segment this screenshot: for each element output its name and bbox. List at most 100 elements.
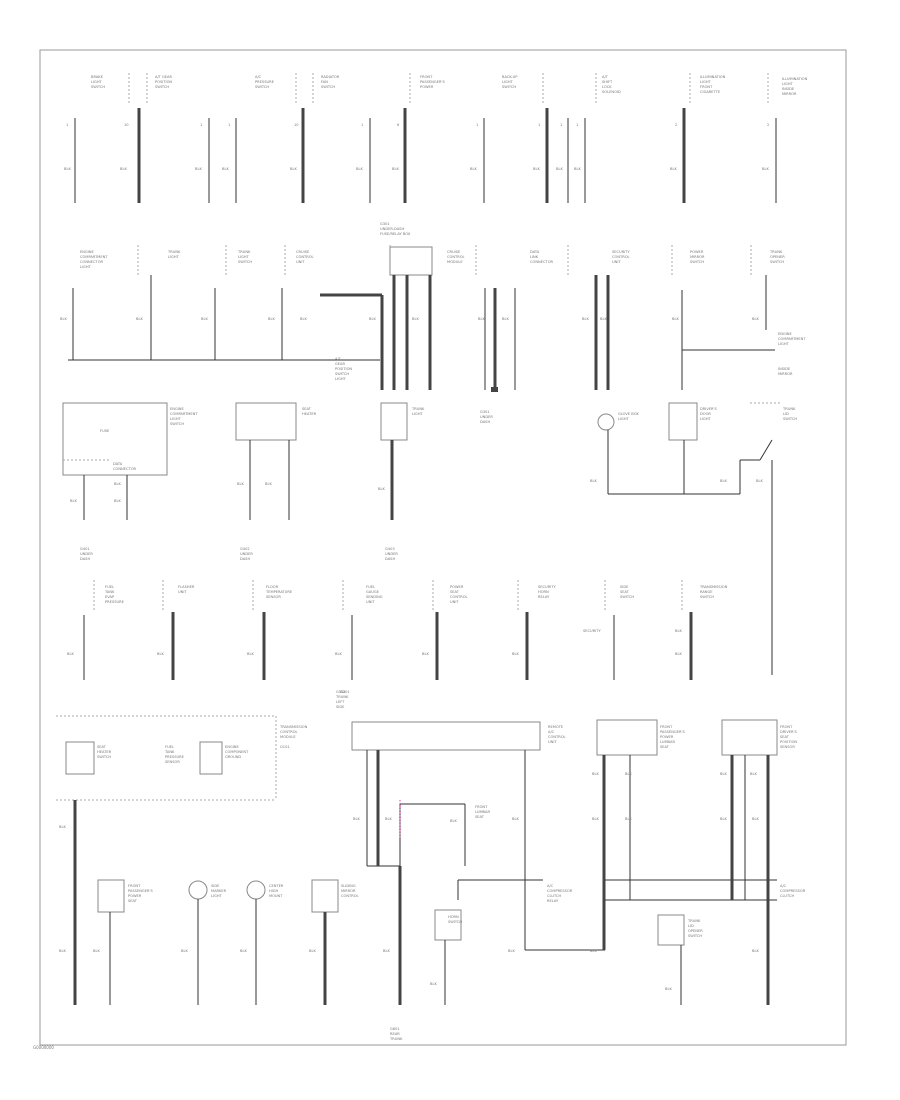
svg-text:BLK: BLK <box>752 317 759 321</box>
svg-text:PASSENGER'S: PASSENGER'S <box>660 730 685 734</box>
svg-text:LINK: LINK <box>530 255 539 259</box>
svg-text:A/C: A/C <box>547 884 554 888</box>
svg-text:BLK: BLK <box>309 949 316 953</box>
svg-text:SECURITY: SECURITY <box>583 629 601 633</box>
svg-text:BLK: BLK <box>356 167 363 171</box>
svg-text:SENSOR: SENSOR <box>266 595 281 599</box>
svg-text:1: 1 <box>200 123 202 127</box>
svg-text:BLK: BLK <box>752 817 759 821</box>
svg-text:LIGHT: LIGHT <box>618 417 630 421</box>
svg-text:BLK: BLK <box>625 772 632 776</box>
svg-text:FUSE/RELAY BOX: FUSE/RELAY BOX <box>380 232 411 236</box>
svg-text:SWITCH: SWITCH <box>255 85 269 89</box>
svg-text:GROUND: GROUND <box>225 755 241 759</box>
svg-text:TANK: TANK <box>104 590 115 594</box>
svg-text:ILLUMINATION: ILLUMINATION <box>782 77 808 81</box>
svg-text:SWITCH: SWITCH <box>238 260 252 264</box>
svg-text:A/T: A/T <box>335 357 342 361</box>
svg-text:DASH: DASH <box>385 557 395 561</box>
svg-text:SWITCH: SWITCH <box>97 755 111 759</box>
svg-text:ENGINE: ENGINE <box>80 250 94 254</box>
svg-text:BLK: BLK <box>136 317 143 321</box>
svg-text:FRONT: FRONT <box>700 85 713 89</box>
svg-text:LIGHT: LIGHT <box>700 80 712 84</box>
svg-text:FAN: FAN <box>321 80 328 84</box>
svg-text:CRUISE: CRUISE <box>296 250 310 254</box>
svg-text:SECURITY: SECURITY <box>612 250 630 254</box>
svg-text:LIGHT: LIGHT <box>778 342 790 346</box>
svg-text:1: 1 <box>538 123 540 127</box>
svg-text:6: 6 <box>397 123 400 127</box>
svg-text:BLK: BLK <box>120 167 127 171</box>
svg-text:SWITCH: SWITCH <box>770 260 784 264</box>
svg-text:LOCK: LOCK <box>602 85 612 89</box>
svg-text:CONNECTOR: CONNECTOR <box>80 260 104 264</box>
svg-text:POWER: POWER <box>690 250 704 254</box>
svg-text:SENSOR: SENSOR <box>165 760 180 764</box>
svg-text:G403: G403 <box>385 547 395 551</box>
svg-text:CONTROL: CONTROL <box>296 255 314 259</box>
svg-text:CONNECTOR: CONNECTOR <box>113 467 137 471</box>
svg-text:HIGH: HIGH <box>269 889 279 893</box>
svg-text:TRUNK: TRUNK <box>782 407 796 411</box>
svg-text:BLK: BLK <box>59 949 66 953</box>
svg-text:DASH: DASH <box>240 557 250 561</box>
svg-text:2: 2 <box>675 123 677 127</box>
svg-text:MIRROR: MIRROR <box>782 92 797 96</box>
svg-text:HEATER: HEATER <box>302 412 317 416</box>
svg-text:UNDER: UNDER <box>480 415 493 419</box>
svg-text:PRESSURE: PRESSURE <box>255 80 275 84</box>
svg-text:UNDER: UNDER <box>385 552 398 556</box>
svg-text:LIGHT: LIGHT <box>782 82 794 86</box>
svg-text:PASSENGER'S: PASSENGER'S <box>420 80 445 84</box>
svg-text:A/T GEAR: A/T GEAR <box>155 75 173 79</box>
svg-text:G101: G101 <box>280 745 290 749</box>
svg-text:GAUGE: GAUGE <box>366 590 380 594</box>
svg-text:FRONT: FRONT <box>128 884 141 888</box>
svg-text:SIDE: SIDE <box>620 585 629 589</box>
svg-text:MIRROR: MIRROR <box>341 889 356 893</box>
svg-text:DASH: DASH <box>480 420 490 424</box>
svg-text:BLK: BLK <box>378 487 385 491</box>
svg-text:DATA: DATA <box>530 250 540 254</box>
svg-text:BLK: BLK <box>195 167 202 171</box>
svg-text:GLOVE BOX: GLOVE BOX <box>618 412 639 416</box>
svg-text:LID: LID <box>783 412 789 416</box>
svg-text:BLK: BLK <box>592 817 599 821</box>
svg-text:POWER: POWER <box>660 735 674 739</box>
svg-text:1: 1 <box>66 123 68 127</box>
svg-text:BLK: BLK <box>533 167 540 171</box>
svg-text:FUSE: FUSE <box>100 429 110 433</box>
svg-text:TRUNK: TRUNK <box>411 407 425 411</box>
svg-text:G301: G301 <box>480 410 490 414</box>
svg-text:CONTROL: CONTROL <box>548 735 566 739</box>
svg-text:BLK: BLK <box>675 629 682 633</box>
svg-text:CENTER: CENTER <box>269 884 284 888</box>
svg-text:SIDE: SIDE <box>336 705 345 709</box>
svg-text:INSIDE: INSIDE <box>778 367 791 371</box>
svg-text:BLK: BLK <box>600 317 607 321</box>
svg-text:SWITCH: SWITCH <box>448 920 462 924</box>
svg-text:BLK: BLK <box>70 499 77 503</box>
svg-text:BLK: BLK <box>556 167 563 171</box>
svg-text:LIGHT: LIGHT <box>335 377 347 381</box>
svg-text:G201: G201 <box>340 690 350 694</box>
svg-text:RELAY: RELAY <box>538 595 550 599</box>
svg-text:DOOR: DOOR <box>700 412 711 416</box>
svg-text:LEFT: LEFT <box>336 700 345 704</box>
svg-text:BLK: BLK <box>385 817 392 821</box>
svg-text:POWER: POWER <box>128 894 142 898</box>
svg-text:UNIT: UNIT <box>366 600 375 604</box>
svg-text:BLK: BLK <box>670 167 677 171</box>
svg-text:FUEL: FUEL <box>105 585 114 589</box>
svg-text:BLK: BLK <box>478 317 485 321</box>
svg-text:BLK: BLK <box>750 772 757 776</box>
svg-text:SOLENOID: SOLENOID <box>602 90 621 94</box>
svg-text:ENGINE: ENGINE <box>225 745 239 749</box>
svg-text:G301: G301 <box>380 222 390 226</box>
svg-text:BLK: BLK <box>201 317 208 321</box>
svg-text:CONTROL: CONTROL <box>450 595 468 599</box>
svg-text:SLIDING: SLIDING <box>341 884 356 888</box>
svg-text:BRAKE: BRAKE <box>91 75 104 79</box>
